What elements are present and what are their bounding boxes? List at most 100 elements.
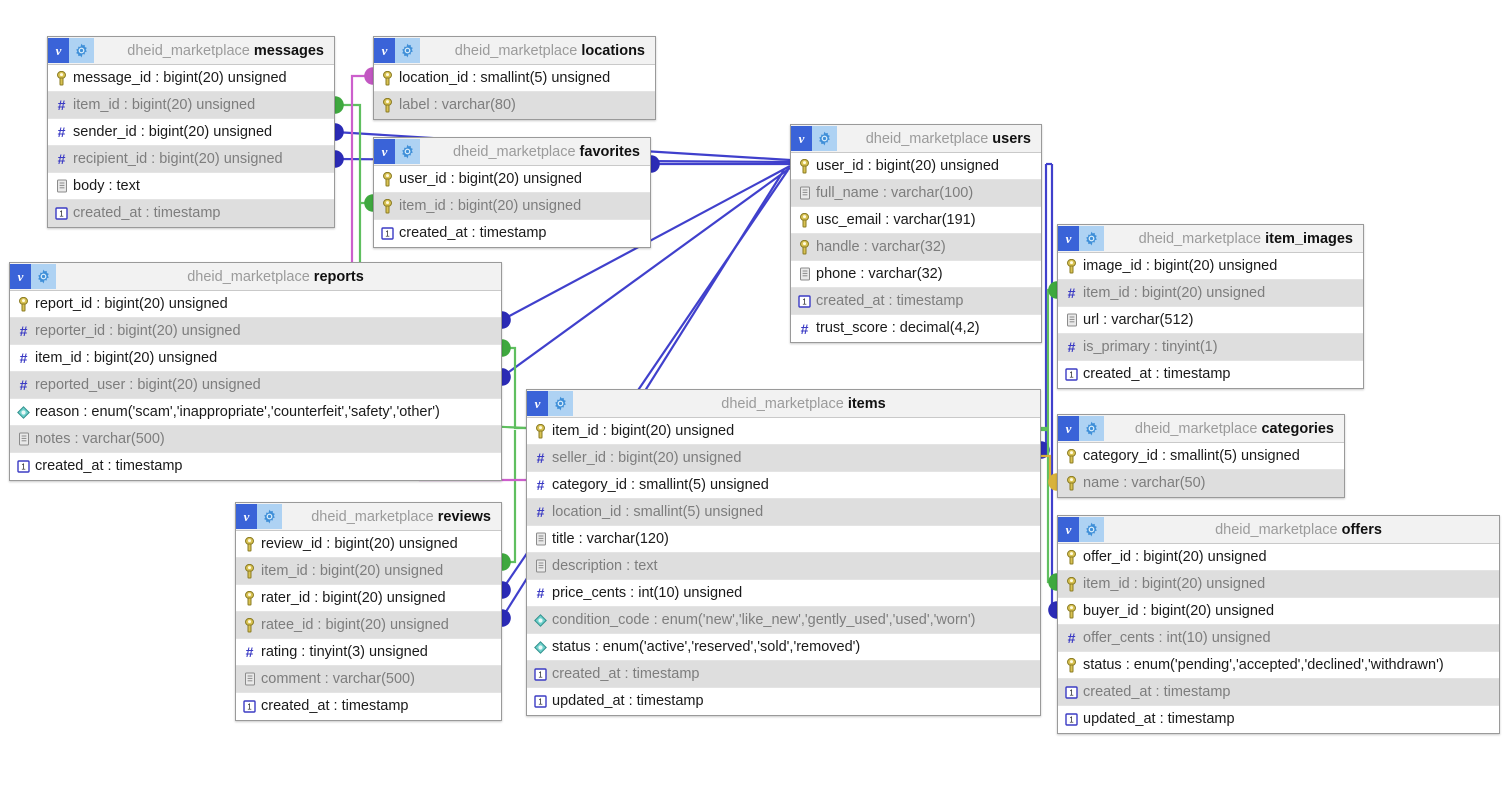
column-row[interactable]: name : varchar(50) xyxy=(1058,470,1344,497)
column-row[interactable]: #item_id : bigint(20) unsigned xyxy=(1058,280,1363,307)
column-row[interactable]: message_id : bigint(20) unsigned xyxy=(48,65,334,92)
column-row[interactable]: reason : enum('scam','inappropriate','co… xyxy=(10,399,501,426)
gear-icon[interactable] xyxy=(1079,226,1104,251)
column-row[interactable]: item_id : bigint(20) unsigned xyxy=(1058,571,1499,598)
column-row[interactable]: buyer_id : bigint(20) unsigned xyxy=(1058,598,1499,625)
schema-label: dheid_marketplace xyxy=(311,508,434,525)
gear-icon[interactable] xyxy=(69,38,94,63)
column-row[interactable]: full_name : varchar(100) xyxy=(791,180,1041,207)
column-row[interactable]: title : varchar(120) xyxy=(527,526,1040,553)
column-row[interactable]: status : enum('active','reserved','sold'… xyxy=(527,634,1040,661)
column-row[interactable]: #recipient_id : bigint(20) unsigned xyxy=(48,146,334,173)
column-row[interactable]: #item_id : bigint(20) unsigned xyxy=(48,92,334,119)
column-row[interactable]: usc_email : varchar(191) xyxy=(791,207,1041,234)
column-row[interactable]: comment : varchar(500) xyxy=(236,666,501,693)
column-row[interactable]: user_id : bigint(20) unsigned xyxy=(374,166,650,193)
gear-icon[interactable] xyxy=(812,126,837,151)
gear-icon[interactable] xyxy=(395,38,420,63)
column-row[interactable]: #sender_id : bigint(20) unsigned xyxy=(48,119,334,146)
column-row[interactable]: category_id : smallint(5) unsigned xyxy=(1058,443,1344,470)
column-row[interactable]: body : text xyxy=(48,173,334,200)
column-row[interactable]: rater_id : bigint(20) unsigned xyxy=(236,585,501,612)
column-row[interactable]: #item_id : bigint(20) unsigned xyxy=(10,345,501,372)
column-row[interactable]: #reporter_id : bigint(20) unsigned xyxy=(10,318,501,345)
gear-icon[interactable] xyxy=(1079,517,1104,542)
gear-icon[interactable] xyxy=(31,264,56,289)
schema-label: dheid_marketplace xyxy=(127,42,250,59)
column-row[interactable]: #reported_user : bigint(20) unsigned xyxy=(10,372,501,399)
column-row[interactable]: user_id : bigint(20) unsigned xyxy=(791,153,1041,180)
column-row[interactable]: handle : varchar(32) xyxy=(791,234,1041,261)
gear-icon[interactable] xyxy=(548,391,573,416)
column-row[interactable]: notes : varchar(500) xyxy=(10,426,501,453)
column-row[interactable]: #is_primary : tinyint(1) xyxy=(1058,334,1363,361)
column-row[interactable]: #seller_id : bigint(20) unsigned xyxy=(527,445,1040,472)
column-row[interactable]: item_id : bigint(20) unsigned xyxy=(374,193,650,220)
column-row[interactable]: phone : varchar(32) xyxy=(791,261,1041,288)
column-label: status : enum('active','reserved','sold'… xyxy=(552,638,861,655)
column-row[interactable]: #location_id : smallint(5) unsigned xyxy=(527,499,1040,526)
column-row[interactable]: location_id : smallint(5) unsigned xyxy=(374,65,655,92)
column-row[interactable]: #rating : tinyint(3) unsigned xyxy=(236,639,501,666)
column-row[interactable]: #trust_score : decimal(4,2) xyxy=(791,315,1041,342)
gear-icon[interactable] xyxy=(257,504,282,529)
column-label: updated_at : timestamp xyxy=(552,693,704,709)
hash-icon: # xyxy=(1067,339,1076,355)
column-label: created_at : timestamp xyxy=(261,698,409,714)
column-row[interactable]: status : enum('pending','accepted','decl… xyxy=(1058,652,1499,679)
column-row[interactable]: image_id : bigint(20) unsigned xyxy=(1058,253,1363,280)
column-row[interactable]: ratee_id : bigint(20) unsigned xyxy=(236,612,501,639)
column-label: full_name : varchar(100) xyxy=(816,184,974,201)
column-row[interactable]: review_id : bigint(20) unsigned xyxy=(236,531,501,558)
column-row[interactable]: item_id : bigint(20) unsigned xyxy=(527,418,1040,445)
column-row[interactable]: offer_id : bigint(20) unsigned xyxy=(1058,544,1499,571)
column-row[interactable]: label : varchar(80) xyxy=(374,92,655,119)
column-row[interactable]: report_id : bigint(20) unsigned xyxy=(10,291,501,318)
column-row[interactable]: #price_cents : int(10) unsigned xyxy=(527,580,1040,607)
gear-icon[interactable] xyxy=(395,139,420,164)
svg-text:1: 1 xyxy=(802,297,807,306)
column-row[interactable]: description : text xyxy=(527,553,1040,580)
column-row[interactable]: #category_id : smallint(5) unsigned xyxy=(527,472,1040,499)
column-row[interactable]: url : varchar(512) xyxy=(1058,307,1363,334)
hash-icon: # xyxy=(536,504,545,520)
column-row[interactable]: condition_code : enum('new','like_new','… xyxy=(527,607,1040,634)
column-row[interactable]: #offer_cents : int(10) unsigned xyxy=(1058,625,1499,652)
key-icon xyxy=(1063,549,1080,566)
gear-icon[interactable] xyxy=(1079,416,1104,441)
column-label: url : varchar(512) xyxy=(1083,311,1194,328)
key-icon xyxy=(241,590,258,607)
column-row[interactable]: item_id : bigint(20) unsigned xyxy=(236,558,501,585)
